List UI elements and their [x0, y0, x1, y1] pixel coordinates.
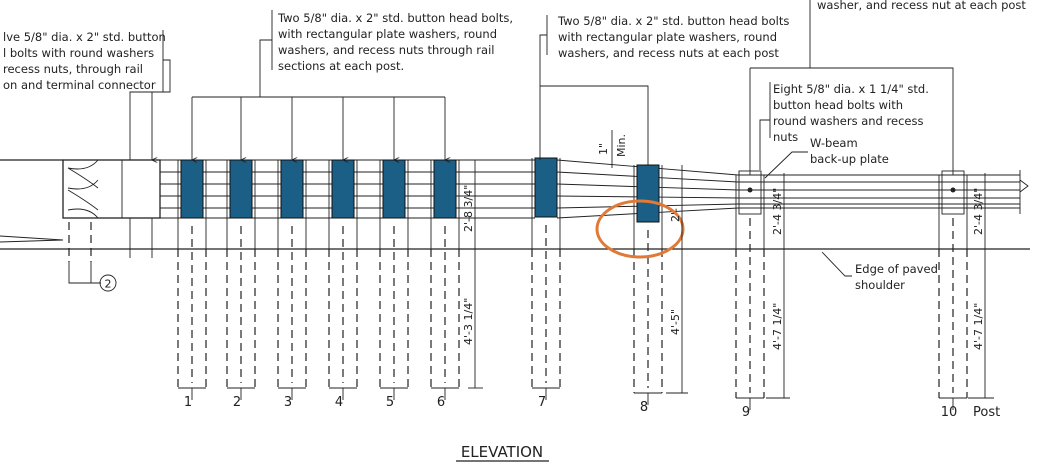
- post-1: 1: [177, 97, 207, 410]
- post-number: 6: [437, 395, 445, 410]
- callout-line: on and terminal connector: [3, 78, 156, 92]
- blockout: [382, 159, 406, 219]
- post-number: 5: [386, 395, 394, 410]
- dimension-lines: 2'-8 3/4" 4'-3 1/4" 2'- 4'-5" 2'-4 3/4" …: [462, 160, 994, 399]
- reference-number: 2: [105, 278, 112, 291]
- blockout: [280, 159, 304, 219]
- dim-rail-height-8: 2'-: [669, 208, 682, 222]
- callout-line: W-beam: [810, 136, 858, 150]
- callout-line: button head bolts with: [773, 98, 903, 112]
- callout-line: Two 5/8" dia. x 2" std. button head bolt…: [557, 14, 789, 28]
- bolt: [950, 187, 956, 193]
- post-base: [380, 387, 408, 400]
- dim-embed-9: 4'-7 1/4": [771, 303, 784, 350]
- w-beam-rail: [0, 159, 1029, 219]
- ground-line: [0, 235, 1030, 250]
- callout-line: Eight 5/8" dia. x 1 1/4" std.: [773, 82, 929, 96]
- dim-embed-8: 4'-5": [669, 309, 682, 335]
- post-10: 10: [938, 170, 968, 420]
- post-number: 1: [184, 395, 192, 410]
- dim-embed-10: 4'-7 1/4": [972, 303, 985, 350]
- blockout: [180, 159, 204, 219]
- leader-lines: [129, 0, 954, 277]
- bolt: [747, 187, 753, 193]
- blockout: [433, 159, 457, 219]
- dim-rail-height-1-6: 2'-8 3/4": [462, 185, 475, 232]
- callout-line: washers, and recess nuts through rail: [278, 43, 494, 57]
- min-gap-value: 1": [597, 143, 610, 155]
- callout-line: with rectangular plate washers, round: [278, 27, 497, 41]
- post-label: Post: [973, 405, 1000, 420]
- post-5: 5: [379, 97, 409, 410]
- post-number: 3: [284, 395, 292, 410]
- callout-wbeam-backup-plate: W-beam back-up plate: [810, 136, 889, 166]
- min-gap-dimension: 1" Min.: [597, 130, 628, 168]
- blockout: [331, 159, 355, 219]
- post-base: [329, 387, 357, 400]
- callout-posts-1-6: Two 5/8" dia. x 2" std. button head bolt…: [277, 11, 513, 73]
- post-4: 4: [328, 97, 358, 410]
- post-number: 10: [941, 405, 958, 420]
- post-base: [939, 397, 967, 410]
- post-2: 2: [226, 97, 256, 410]
- dim-rail-height-10: 2'-4 3/4": [972, 188, 985, 235]
- callout-line: washers, and recess nuts at each post: [558, 46, 779, 60]
- callout-top-right: washer, and recess nut at each post: [817, 0, 1026, 12]
- callout-line: washer, and recess nut at each post: [817, 0, 1026, 12]
- callout-line: l bolts with round washers: [3, 46, 154, 60]
- callout-line: round washers and recess: [773, 114, 923, 128]
- post-base: [178, 387, 206, 400]
- highlight-ellipse: [595, 199, 685, 259]
- post-number: 4: [335, 395, 343, 410]
- post-base: [227, 387, 255, 400]
- post-6: 6: [430, 97, 460, 410]
- callout-line: nuts: [773, 130, 798, 144]
- post-number: 7: [538, 395, 546, 410]
- post-base: [278, 387, 306, 400]
- blockout: [229, 159, 253, 219]
- callout-line: recess nuts, through rail: [3, 62, 143, 76]
- callout-line: with rectangular plate washers, round: [558, 30, 777, 44]
- callout-line: lve 5/8" dia. x 2" std. button: [3, 30, 166, 44]
- post-base: [736, 397, 764, 410]
- dim-rail-height-9: 2'-4 3/4": [771, 188, 784, 235]
- callout-posts-7-8: Two 5/8" dia. x 2" std. button head bolt…: [557, 14, 789, 60]
- post-number: 9: [742, 405, 750, 420]
- terminal-dimension: 2: [68, 218, 153, 292]
- blockout: [636, 164, 660, 223]
- callout-line: back-up plate: [810, 152, 889, 166]
- break-line: [1019, 170, 1029, 214]
- callout-line: shoulder: [855, 278, 905, 292]
- post-base: [634, 392, 662, 405]
- callout-edge-of-shoulder: Edge of paved shoulder: [855, 262, 938, 292]
- post-base: [431, 387, 459, 400]
- post-number: 8: [640, 400, 648, 415]
- callout-eight-bolts: Eight 5/8" dia. x 1 1/4" std. button hea…: [773, 82, 929, 144]
- post-7: 7: [531, 157, 561, 410]
- reference-circle: [99, 274, 117, 292]
- post-3: 3: [277, 97, 307, 410]
- drawing-title: ELEVATION: [461, 443, 543, 461]
- post-number: 2: [233, 395, 241, 410]
- callout-left: lve 5/8" dia. x 2" std. button l bolts w…: [3, 30, 166, 92]
- callout-line: Two 5/8" dia. x 2" std. button head bolt…: [277, 11, 513, 25]
- blockout: [534, 157, 558, 218]
- min-gap-label: Min.: [615, 134, 628, 157]
- posts-group: 1 2 3 4 5 6 7 8 9 10: [177, 97, 968, 420]
- callout-line: sections at each post.: [278, 59, 404, 73]
- post-9: 9: [735, 170, 765, 420]
- post-base: [532, 387, 560, 400]
- callout-line: Edge of paved: [855, 262, 938, 276]
- dim-embed-1-6: 4'-3 1/4": [462, 298, 475, 345]
